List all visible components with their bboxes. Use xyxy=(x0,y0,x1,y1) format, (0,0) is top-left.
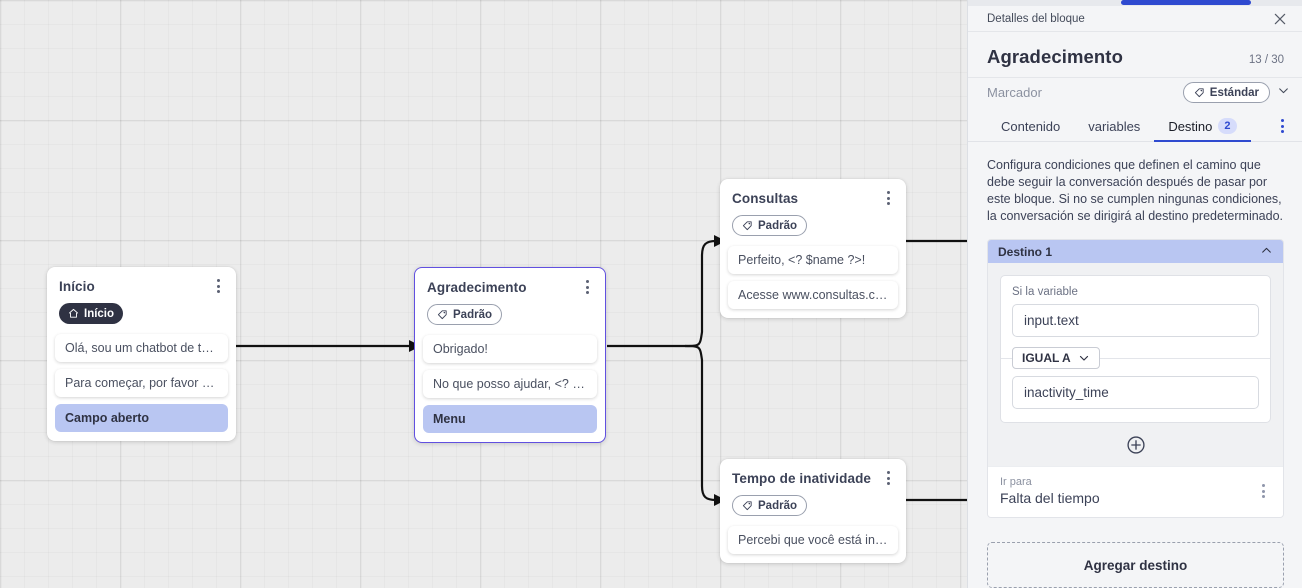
node-menu-button[interactable] xyxy=(579,279,595,295)
compare-value-input[interactable] xyxy=(1012,376,1259,409)
node-message[interactable]: Perfeito, <? $name ?>! xyxy=(728,246,898,274)
tag-icon xyxy=(742,501,752,511)
operator-row: IGUAL A xyxy=(1001,347,1270,369)
tab-label: variables xyxy=(1088,119,1141,134)
marcador-label: Marcador xyxy=(987,85,1042,100)
node-title: Consultas xyxy=(732,191,799,206)
node-message[interactable]: No que posso ajudar, <? $name ... xyxy=(423,370,597,398)
tag-icon xyxy=(742,221,752,231)
flow-canvas[interactable]: Início Início Olá, sou um chatbot de tes… xyxy=(0,0,967,588)
node-header: Consultas Padrão xyxy=(720,179,906,246)
node-title: Tempo de inatividade xyxy=(732,471,872,486)
panel-description: Configura condiciones que definen el cam… xyxy=(987,158,1283,223)
panel-tabs: Contenido variables Destino 2 xyxy=(968,112,1302,142)
node-header: Início Início xyxy=(47,267,236,334)
panel-more-menu[interactable] xyxy=(1274,118,1290,141)
add-destination-button[interactable]: Agregar destino xyxy=(987,542,1284,588)
node-messages: Percebi que você está inativo. C... xyxy=(720,526,906,563)
flow-node-inicio[interactable]: Início Início Olá, sou um chatbot de tes… xyxy=(47,267,236,441)
panel-title-row: Agradecimento 13 / 30 xyxy=(968,33,1302,77)
node-messages: Obrigado! No que posso ajudar, <? $name … xyxy=(415,335,605,442)
tab-badge: 2 xyxy=(1218,118,1237,134)
operator-select[interactable]: IGUAL A xyxy=(1012,347,1100,369)
node-menu-button[interactable] xyxy=(210,278,226,294)
marcador-control[interactable]: Estándar xyxy=(1182,82,1290,103)
node-title: Início xyxy=(59,279,95,294)
node-chip-label: Início xyxy=(84,307,115,320)
flow-node-tempo-inatividade[interactable]: Tempo de inatividade Padrão Percebi que … xyxy=(720,459,906,563)
node-message[interactable]: Olá, sou um chatbot de teste! xyxy=(55,334,228,362)
panel-content: Agradecimento 13 / 30 Marcador Estándar xyxy=(968,33,1302,588)
add-condition-row xyxy=(988,423,1283,466)
block-details-panel: Detalles del bloque Agradecimento 13 / 3… xyxy=(967,0,1302,588)
goto-row[interactable]: Ir para Falta del tiempo xyxy=(988,466,1283,517)
tab-contenido[interactable]: Contenido xyxy=(987,119,1074,141)
node-message[interactable]: Para começar, por favor digite o ... xyxy=(55,369,228,397)
marcador-row: Marcador Estándar xyxy=(968,77,1302,112)
node-menu-button[interactable] xyxy=(880,190,896,206)
close-icon[interactable] xyxy=(1272,11,1288,27)
node-message[interactable]: Percebi que você está inativo. C... xyxy=(728,526,898,554)
node-chip-padrao[interactable]: Padrão xyxy=(732,495,807,516)
goto-menu-button[interactable] xyxy=(1255,483,1271,499)
condition-box: Si la variable IGUAL A xyxy=(1000,275,1271,423)
marcador-chip[interactable]: Estándar xyxy=(1182,82,1270,103)
home-icon xyxy=(68,308,79,318)
node-menu-button[interactable] xyxy=(880,470,896,486)
panel-horizontal-scrollbar[interactable] xyxy=(968,0,1302,6)
tab-destino[interactable]: Destino 2 xyxy=(1154,118,1251,142)
chevron-up-icon[interactable] xyxy=(1260,244,1273,260)
page-title: Agradecimento xyxy=(987,46,1123,67)
node-title: Agradecimento xyxy=(427,280,527,295)
node-header: Agradecimento Padrão xyxy=(415,268,605,335)
node-chip-label: Padrão xyxy=(453,308,492,321)
destination-title: Destino 1 xyxy=(998,244,1053,259)
tag-icon xyxy=(437,310,447,320)
destination-card: Destino 1 Si la variable IGUAL A xyxy=(987,239,1284,518)
chevron-down-icon xyxy=(1079,355,1088,361)
node-chip-inicio[interactable]: Início xyxy=(59,303,124,324)
operator-divider xyxy=(1001,358,1270,359)
condition-label: Si la variable xyxy=(1012,286,1078,298)
node-message[interactable]: Acesse www.consultas.com par... xyxy=(728,281,898,309)
chevron-down-icon[interactable] xyxy=(1277,84,1290,102)
char-counter: 13 / 30 xyxy=(1248,54,1284,66)
operator-label: IGUAL A xyxy=(1022,351,1071,365)
panel-topbar: Detalles del bloque xyxy=(968,6,1302,32)
flow-node-agradecimento[interactable]: Agradecimento Padrão Obrigado! No que po… xyxy=(414,267,606,443)
flow-node-consultas[interactable]: Consultas Padrão Perfeito, <? $name ?>! … xyxy=(720,179,906,318)
scrollbar-thumb[interactable] xyxy=(1121,0,1251,5)
destination-header[interactable]: Destino 1 xyxy=(988,240,1283,263)
tab-label: Contenido xyxy=(1001,119,1061,134)
kebab-icon[interactable] xyxy=(1274,118,1290,134)
node-chip-label: Padrão xyxy=(758,219,797,232)
add-condition-button[interactable] xyxy=(1126,435,1146,455)
node-message-highlight[interactable]: Menu xyxy=(423,405,597,433)
goto-value: Falta del tiempo xyxy=(1000,490,1100,506)
tab-label: Destino xyxy=(1168,118,1213,134)
tag-icon xyxy=(1194,88,1204,98)
marcador-chip-label: Estándar xyxy=(1209,86,1259,99)
node-header: Tempo de inatividade Padrão xyxy=(720,459,906,526)
node-messages: Olá, sou um chatbot de teste! Para começ… xyxy=(47,334,236,441)
goto-text: Ir para Falta del tiempo xyxy=(1000,476,1100,506)
node-chip-label: Padrão xyxy=(758,499,797,512)
plus-circle-icon xyxy=(1126,436,1145,454)
node-message[interactable]: Obrigado! xyxy=(423,335,597,363)
panel-topbar-title: Detalles del bloque xyxy=(987,12,1085,25)
tab-variables[interactable]: variables xyxy=(1074,119,1154,141)
node-chip-padrao[interactable]: Padrão xyxy=(427,304,502,325)
node-messages: Perfeito, <? $name ?>! Acesse www.consul… xyxy=(720,246,906,318)
node-chip-padrao[interactable]: Padrão xyxy=(732,215,807,236)
node-message-highlight[interactable]: Campo aberto xyxy=(55,404,228,432)
variable-input[interactable] xyxy=(1012,304,1259,337)
goto-label: Ir para xyxy=(1000,476,1032,488)
